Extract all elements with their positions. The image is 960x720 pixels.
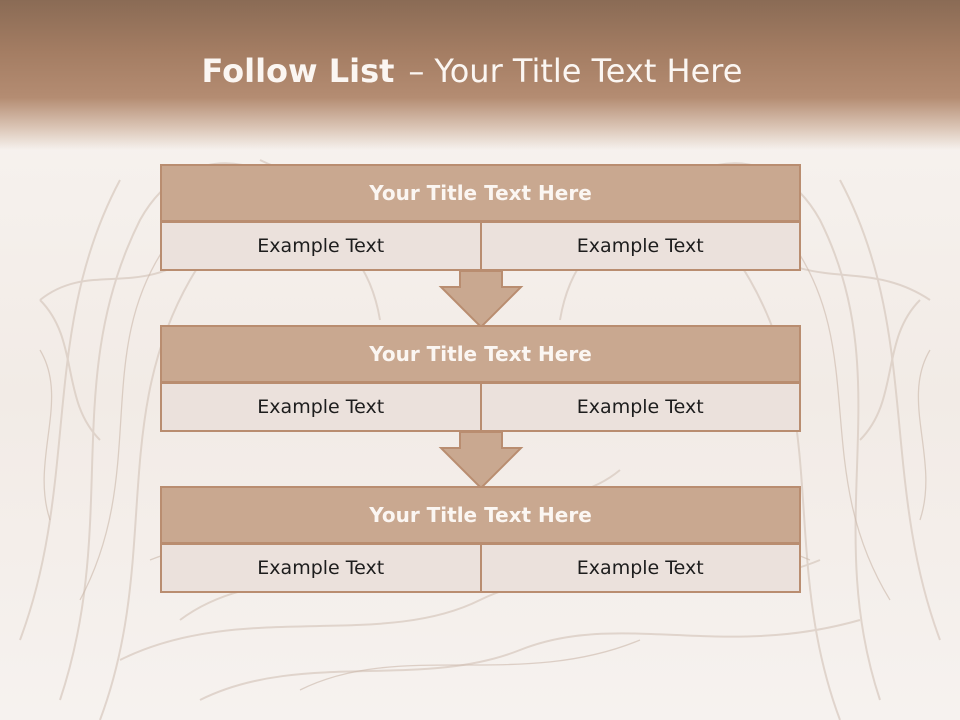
- step-2-row: Example Text Example Text: [160, 382, 801, 432]
- step-block-2: Your Title Text Here Example Text Exampl…: [160, 325, 801, 432]
- step-2-right-cell: Example Text: [479, 384, 800, 430]
- step-1-right-cell: Example Text: [479, 223, 800, 269]
- step-1-left-cell: Example Text: [257, 235, 385, 257]
- step-3-right-cell: Example Text: [479, 545, 800, 591]
- step-block-3: Your Title Text Here Example Text Exampl…: [160, 486, 801, 593]
- slide-title-separator: –: [408, 52, 425, 90]
- slide-title-rest: Your Title Text Here: [434, 52, 743, 90]
- step-1-row: Example Text Example Text: [160, 221, 801, 271]
- step-1-title: Your Title Text Here: [160, 164, 801, 222]
- step-3-row: Example Text Example Text: [160, 543, 801, 593]
- step-block-1: Your Title Text Here Example Text Exampl…: [160, 164, 801, 271]
- down-arrow-2-icon: [438, 431, 524, 490]
- step-2-left-cell: Example Text: [257, 396, 385, 418]
- down-arrow-1-icon: [438, 270, 524, 329]
- step-3-left-cell: Example Text: [257, 557, 385, 579]
- slide-title: Follow List–Your Title Text Here: [0, 52, 944, 90]
- step-2-title: Your Title Text Here: [160, 325, 801, 383]
- header-band: [0, 0, 960, 150]
- step-3-title: Your Title Text Here: [160, 486, 801, 544]
- slide-title-bold: Follow List: [201, 52, 395, 90]
